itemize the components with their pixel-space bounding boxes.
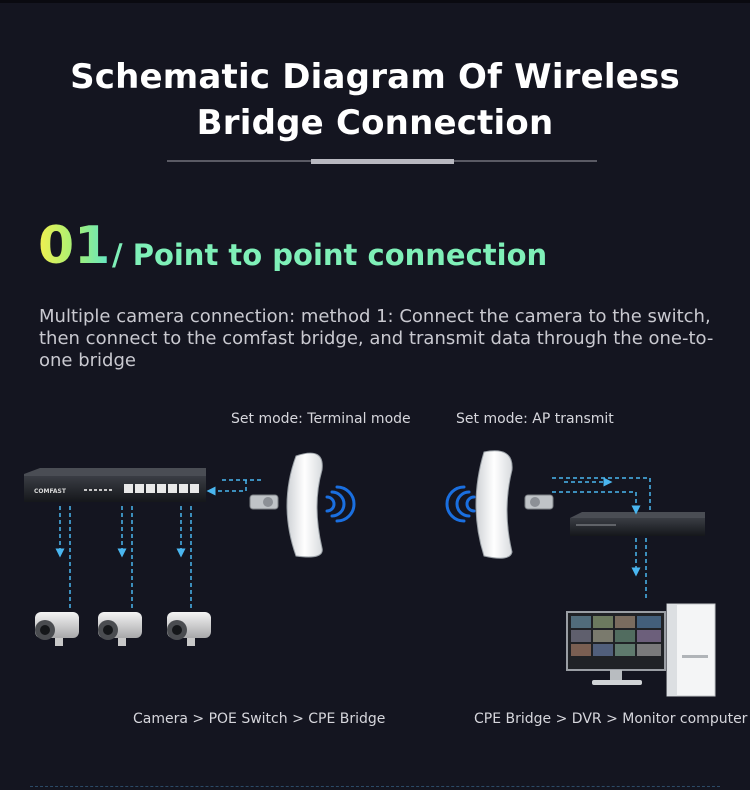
caption-left: Camera > POE Switch > CPE Bridge [133, 711, 386, 727]
cpe-bridge-right-icon [475, 450, 554, 559]
title-divider-accent [311, 159, 454, 164]
connection-links [55, 477, 651, 610]
title-line-1: Schematic Diagram Of Wireless [70, 57, 680, 97]
top-border [0, 0, 750, 3]
mode-label-left: Set mode: Terminal mode [231, 411, 411, 427]
wifi-signal-right-icon [445, 485, 476, 523]
section-title: / Point to point connection [112, 238, 548, 272]
poe-switch-icon: COMFAST [24, 468, 206, 502]
title-line-2: Bridge Connection [196, 103, 554, 143]
section-description: Multiple camera connection: method 1: Co… [39, 306, 714, 371]
mode-label-right: Set mode: AP transmit [456, 411, 614, 427]
wifi-signal-left-icon [325, 485, 356, 523]
section-number: 01 [38, 216, 111, 276]
bottom-divider [30, 786, 720, 787]
cctv-camera-icon [98, 612, 142, 646]
page-title: Schematic Diagram Of Wireless Bridge Con… [0, 54, 750, 146]
cctv-camera-icon [35, 612, 79, 646]
cpe-bridge-left-icon [249, 452, 323, 558]
cctv-camera-icon [167, 612, 211, 646]
caption-right: CPE Bridge > DVR > Monitor computer [474, 711, 748, 727]
monitor-computer-icon [566, 603, 716, 697]
switch-brand-label: COMFAST [34, 488, 67, 495]
dvr-icon [570, 512, 705, 536]
